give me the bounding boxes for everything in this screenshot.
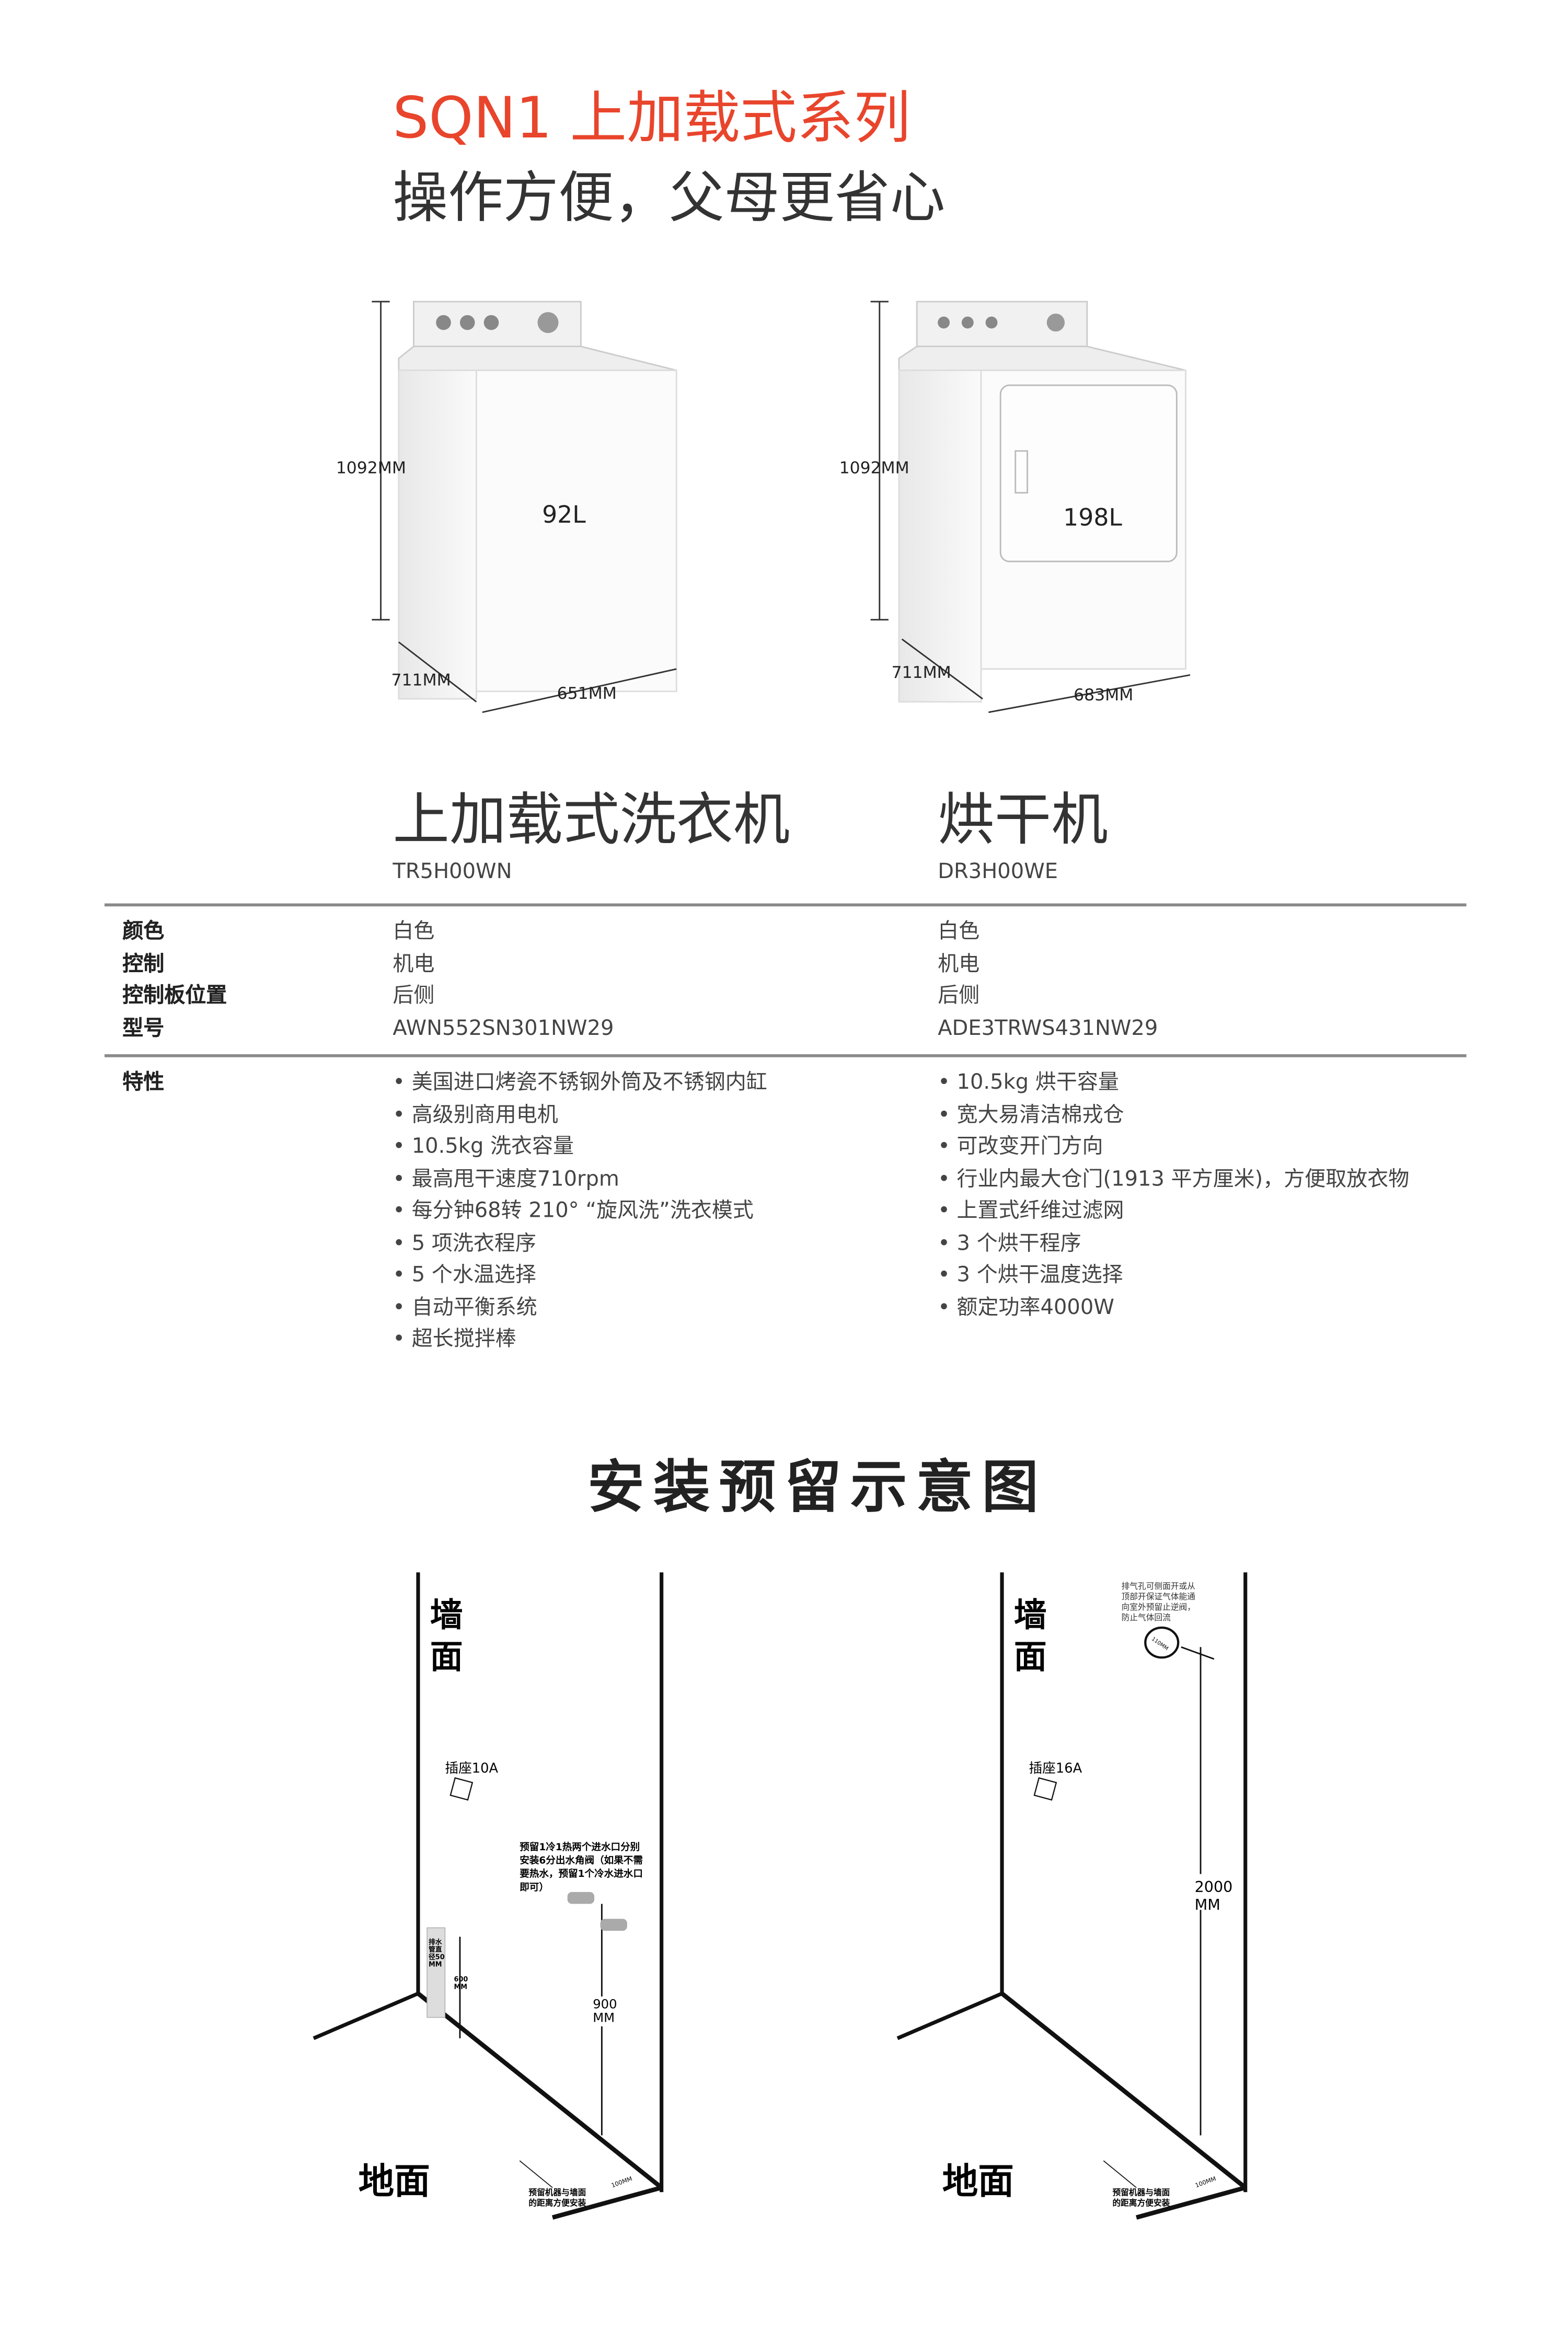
divider bbox=[104, 1054, 1467, 1057]
dryer-width-label: 683MM bbox=[1074, 686, 1133, 705]
feature-item: 3 个烘干温度选择 bbox=[938, 1260, 1409, 1292]
label-color: 颜色 bbox=[122, 919, 165, 944]
water-note: 安装6分出水角阀（如果不需 bbox=[520, 1855, 643, 1866]
washer-depth-label: 711MM bbox=[391, 671, 451, 689]
washer-type: AWN552SN301NW29 bbox=[393, 1016, 614, 1040]
dryer-model: DR3H00WE bbox=[938, 860, 1058, 884]
washer-install-diagram: 墙 面 插座10A 预留1冷1热两个进水口分别 安装6分出水角阀（如果不需 要热… bbox=[313, 1572, 664, 2220]
washer-features: 美国进口烤瓷不锈钢外筒及不锈钢内缸高级别商用电机10.5kg 洗衣容量最高甩干速… bbox=[393, 1068, 767, 1357]
washer-color: 白色 bbox=[393, 919, 435, 944]
label-panel: 控制板位置 bbox=[122, 984, 227, 1008]
dryer-panel: 后侧 bbox=[938, 984, 980, 1008]
valve-height: 900 bbox=[593, 1997, 617, 2012]
feature-item: 额定功率4000W bbox=[938, 1293, 1409, 1324]
drain-label: 排水 bbox=[429, 1938, 442, 1946]
feature-item: 最高甩干速度710rpm bbox=[393, 1164, 767, 1196]
dryer-name: 烘干机 bbox=[938, 787, 1108, 853]
washer-panel: 后侧 bbox=[393, 984, 435, 1008]
dryer-height-label: 1092MM bbox=[839, 459, 909, 478]
page-subtitle: 操作方便，父母更省心 bbox=[393, 166, 946, 230]
washer-specs: 白色 机电 后侧 AWN552SN301NW29 bbox=[393, 917, 614, 1045]
dryer-control: 机电 bbox=[938, 952, 980, 976]
gap-note: 预留机器与墙面 bbox=[528, 2187, 586, 2197]
gap-label: 100MM bbox=[610, 2175, 633, 2189]
wall-label: 墙 bbox=[430, 1596, 463, 1634]
dryer-specs: 白色 机电 后侧 ADE3TRWS431NW29 bbox=[938, 917, 1158, 1045]
washer-control: 机电 bbox=[393, 952, 435, 976]
dryer-install-diagram: 墙 面 插座16A 排气孔可侧面开或从 顶部开保证气体能通 向室外预留止逆阀， … bbox=[896, 1572, 1248, 2220]
dryer-features: 10.5kg 烘干容量宽大易清洁棉戎仓可改变开门方向行业内最大仓门(1913 平… bbox=[938, 1068, 1410, 1324]
vent-height: MM bbox=[1195, 1896, 1220, 1913]
feature-item: 上置式纤维过滤网 bbox=[938, 1196, 1409, 1228]
washer-name: 上加载式洗衣机 bbox=[393, 787, 790, 853]
vent-height: 2000 bbox=[1195, 1878, 1233, 1896]
dryer-type: ADE3TRWS431NW29 bbox=[938, 1016, 1158, 1040]
vent-note: 防止气体回流 bbox=[1122, 1612, 1171, 1622]
feature-item: 5 项洗衣程序 bbox=[393, 1228, 767, 1260]
label-features: 特性 bbox=[122, 1070, 165, 1095]
washer-model: TR5H00WN bbox=[393, 860, 512, 884]
feature-item: 10.5kg 烘干容量 bbox=[938, 1068, 1409, 1100]
feature-item: 10.5kg 洗衣容量 bbox=[393, 1132, 767, 1164]
wall-label: 面 bbox=[1014, 1638, 1047, 1676]
feature-item: 超长搅拌棒 bbox=[393, 1324, 767, 1356]
water-note: 要热水，预留1个冷水进水口 bbox=[520, 1868, 643, 1880]
wall-label: 墙 bbox=[1014, 1596, 1047, 1634]
water-note: 即可） bbox=[520, 1882, 549, 1893]
floor-label: 地面 bbox=[359, 2161, 430, 2203]
spec-labels: 颜色 控制 控制板位置 型号 bbox=[122, 917, 227, 1045]
feature-item: 高级别商用电机 bbox=[393, 1100, 767, 1132]
floor-label: 地面 bbox=[942, 2161, 1014, 2203]
dryer-depth-label: 711MM bbox=[892, 663, 951, 682]
gap-note: 预留机器与墙面 bbox=[1112, 2187, 1170, 2197]
gap-note: 的距离方便安装 bbox=[528, 2198, 586, 2208]
divider bbox=[104, 903, 1467, 907]
feature-item: 5 个水温选择 bbox=[393, 1260, 767, 1292]
drain-label: 径50 bbox=[429, 1953, 445, 1961]
vent-note: 向室外预留止逆阀， bbox=[1122, 1602, 1195, 1612]
feature-item: 每分钟68转 210° “旋风洗”洗衣模式 bbox=[393, 1196, 767, 1228]
vent-size: 110MM bbox=[1150, 1636, 1169, 1652]
washer-capacity: 92L bbox=[542, 501, 586, 528]
washer-width-label: 651MM bbox=[557, 684, 617, 703]
washer-height-label: 1092MM bbox=[336, 459, 406, 478]
vent-note: 排气孔可侧面开或从 bbox=[1122, 1581, 1196, 1591]
label-control: 控制 bbox=[122, 952, 165, 976]
drain-height: MM bbox=[454, 1984, 468, 1991]
gap-label: 100MM bbox=[1194, 2175, 1217, 2189]
gap-note: 的距离方便安装 bbox=[1112, 2198, 1170, 2208]
feature-item: 宽大易清洁棉戎仓 bbox=[938, 1100, 1409, 1132]
drain-height: 600 bbox=[454, 1976, 468, 1984]
feature-item: 可改变开门方向 bbox=[938, 1132, 1409, 1164]
page-title: SQN1 上加载式系列 bbox=[393, 85, 910, 151]
dryer-capacity: 198L bbox=[1063, 504, 1122, 532]
feature-item: 自动平衡系统 bbox=[393, 1293, 767, 1324]
valve-height: MM bbox=[593, 2010, 615, 2025]
label-type: 型号 bbox=[122, 1016, 165, 1040]
install-title: 安装预留示意图 bbox=[587, 1454, 1048, 1520]
drain-label: 管直 bbox=[429, 1945, 442, 1954]
water-note: 预留1冷1热两个进水口分别 bbox=[520, 1841, 640, 1853]
socket-label: 插座16A bbox=[1029, 1760, 1082, 1776]
feature-item: 行业内最大仓门(1913 平方厘米)，方便取放衣物 bbox=[938, 1164, 1410, 1196]
drain-label: MM bbox=[429, 1961, 442, 1969]
feature-item: 3 个烘干程序 bbox=[938, 1228, 1409, 1260]
socket-label: 插座10A bbox=[445, 1760, 498, 1776]
vent-note: 顶部开保证气体能通 bbox=[1122, 1592, 1196, 1601]
feature-item: 美国进口烤瓷不锈钢外筒及不锈钢内缸 bbox=[393, 1068, 767, 1100]
washer-image: 1092MM 92L 711MM 651MM bbox=[336, 301, 677, 713]
dryer-color: 白色 bbox=[938, 919, 980, 944]
dryer-image: 1092MM 198L 711MM 683MM bbox=[839, 301, 1191, 713]
wall-label: 面 bbox=[430, 1638, 463, 1676]
